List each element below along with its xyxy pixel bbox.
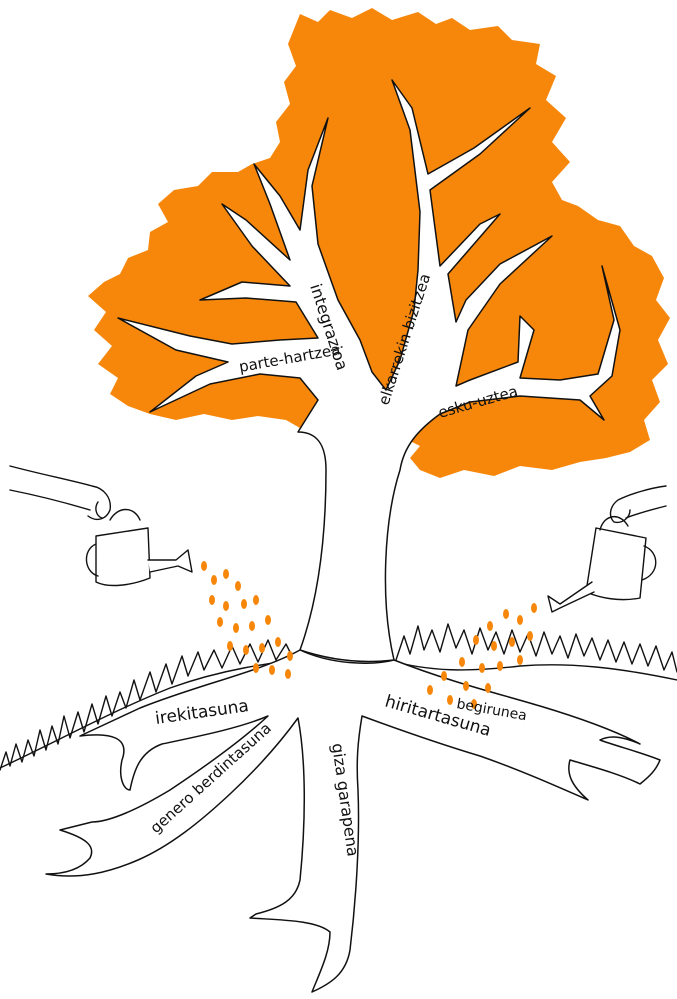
watering-can-icon (548, 517, 656, 612)
hand-holding-watering-can-icon (10, 466, 110, 519)
watering-can-icon (86, 510, 192, 586)
